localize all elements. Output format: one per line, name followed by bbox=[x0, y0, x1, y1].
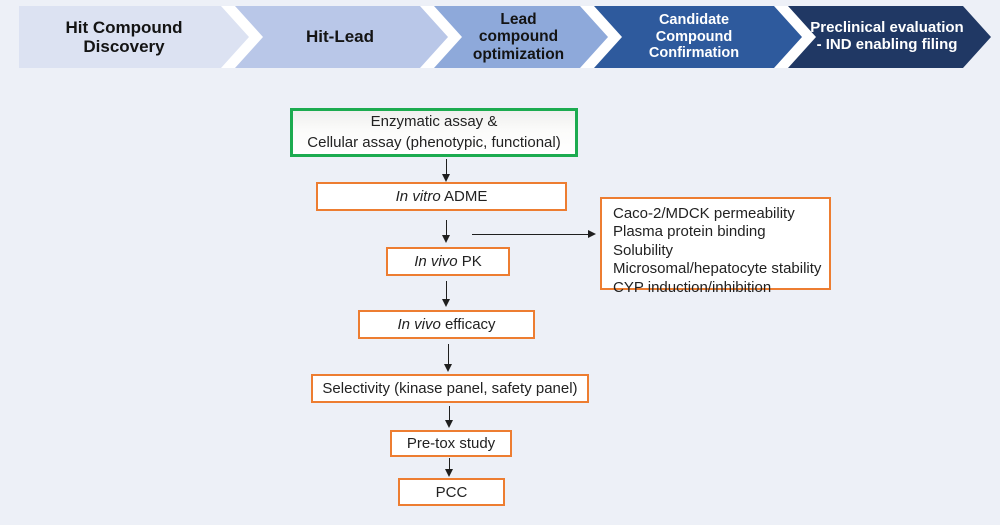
selectivity-box: Selectivity (kinase panel, safety panel) bbox=[311, 374, 589, 403]
step-label: In vivo efficacy bbox=[397, 316, 496, 333]
stage-label-line: Compound bbox=[655, 28, 733, 45]
stage-label-line: optimization bbox=[472, 45, 565, 63]
step-label: Selectivity (kinase panel, safety panel) bbox=[322, 380, 578, 397]
flow-arrow-down-4 bbox=[444, 344, 453, 372]
stage-label-line: - IND enabling filing bbox=[816, 36, 958, 53]
stage-label-line: Discovery bbox=[83, 37, 165, 56]
side-box-line: Caco-2/MDCK permeability bbox=[613, 205, 795, 222]
in-vitro-adme-box: In vitro ADME bbox=[316, 182, 567, 211]
side-box-line: CYP induction/inhibition bbox=[613, 278, 772, 296]
adme-detail-side-box: Caco-2/MDCK permeability Plasma protein … bbox=[600, 197, 831, 296]
flow-arrow-down-2 bbox=[442, 220, 451, 243]
in-vivo-efficacy-box: In vivo efficacy bbox=[358, 310, 535, 339]
flow-arrow-down-1 bbox=[442, 159, 451, 182]
stage-label-preclinical-evaluation: Preclinical evaluation - IND enabling fi… bbox=[798, 6, 976, 68]
stage-label-line: Hit Compound bbox=[65, 17, 183, 37]
pcc-box: PCC bbox=[398, 478, 505, 506]
stage-label-line: Confirmation bbox=[648, 45, 740, 62]
step-label: Pre-tox study bbox=[406, 435, 496, 452]
chevron-preclinical-evaluation bbox=[788, 6, 991, 68]
assay-box: Enzymatic assay & Cellular assay (phenot… bbox=[290, 108, 578, 157]
chevron-candidate-compound-confirmation bbox=[594, 6, 802, 68]
assay-box-line: Enzymatic assay & bbox=[370, 113, 498, 131]
step-label: In vivo PK bbox=[414, 253, 482, 270]
step-label: PCC bbox=[435, 483, 468, 501]
stage-label-line: Hit-Lead bbox=[306, 27, 374, 47]
stage-label-line: compound bbox=[478, 28, 559, 46]
in-vivo-pk-box: In vivo PK bbox=[386, 247, 510, 276]
side-box-line: Plasma protein binding bbox=[613, 223, 766, 241]
chevron-lead-compound-optimization bbox=[434, 6, 608, 68]
flow-arrow-right-to-side-box bbox=[472, 230, 596, 239]
assay-box-line: Cellular assay (phenotypic, functional) bbox=[307, 133, 561, 151]
stage-label-hit-compound-discovery: Hit Compound Discovery bbox=[24, 6, 224, 68]
step-label: In vitro ADME bbox=[395, 188, 488, 205]
side-box-line: Solubility bbox=[613, 241, 674, 259]
side-box-line: Microsomal/hepatocyte stability bbox=[613, 260, 822, 278]
flow-arrow-down-5 bbox=[445, 406, 454, 428]
stage-label-line: Candidate bbox=[658, 12, 730, 29]
stage-label-hit-lead: Hit-Lead bbox=[250, 6, 430, 68]
stage-label-line: Lead bbox=[500, 10, 537, 28]
chevron-hit-lead bbox=[235, 6, 448, 68]
stage-label-lead-compound-optimization: Lead compound optimization bbox=[446, 6, 591, 68]
chevron-hit-compound-discovery bbox=[19, 6, 249, 68]
pre-tox-study-box: Pre-tox study bbox=[390, 430, 512, 457]
stage-label-candidate-compound-confirmation: Candidate Compound Confirmation bbox=[609, 6, 779, 68]
pipeline-chevron-bar bbox=[19, 6, 991, 68]
flow-arrow-down-6 bbox=[445, 458, 454, 477]
stage-label-line: Preclinical evaluation bbox=[810, 19, 964, 37]
flow-arrow-down-3 bbox=[442, 281, 451, 307]
